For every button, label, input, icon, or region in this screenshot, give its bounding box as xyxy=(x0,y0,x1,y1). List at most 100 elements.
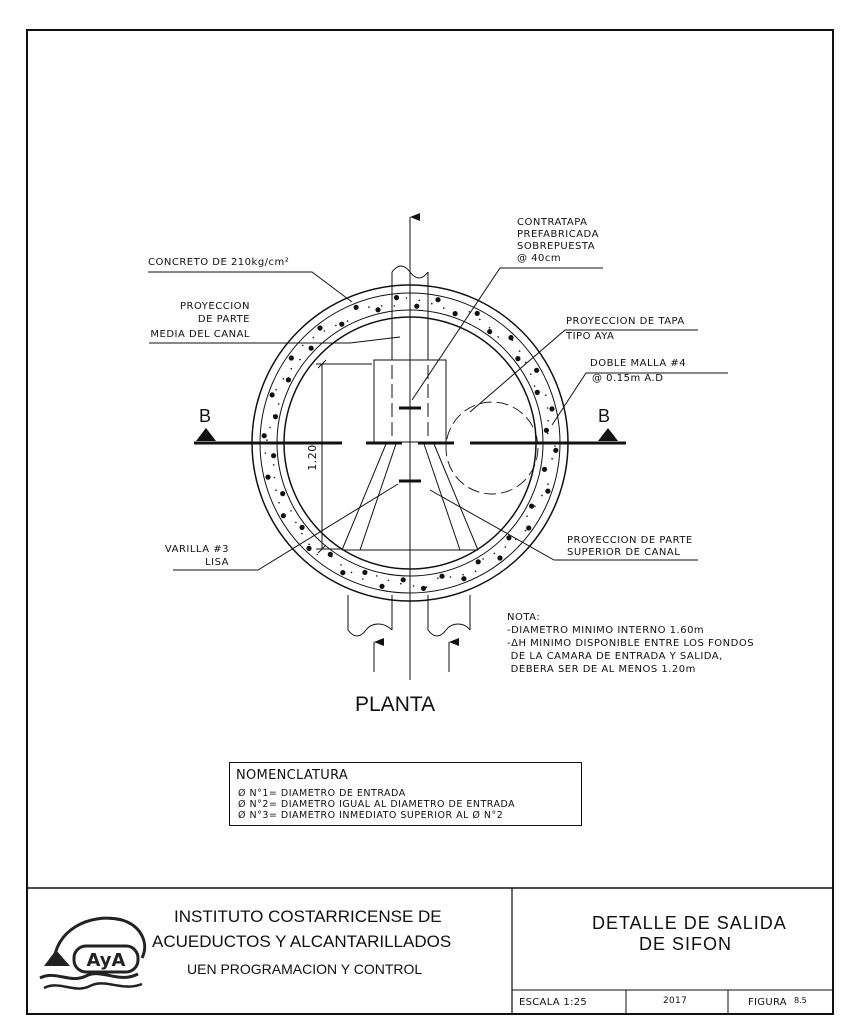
concrete-speck xyxy=(340,564,342,566)
rebar-dot xyxy=(435,297,441,303)
concrete-speck xyxy=(482,558,484,560)
concrete-speck xyxy=(518,350,521,352)
concrete-speck xyxy=(479,318,481,321)
rebar-dot xyxy=(487,329,493,335)
nota-line: DEBERA SER DE AL MENOS 1.20m xyxy=(507,664,696,675)
concrete-speck xyxy=(400,582,402,585)
rebar-dot xyxy=(534,367,540,373)
concrete-speck xyxy=(275,489,277,492)
rebar-dot xyxy=(506,535,512,541)
rebar-dot xyxy=(474,310,480,316)
concrete-speck xyxy=(449,576,452,578)
lid-projection xyxy=(445,401,539,495)
concrete-speck xyxy=(273,414,275,417)
rebar-dot xyxy=(420,585,427,592)
nomenclatura-line: Ø N°2= DIAMETRO IGUAL AL DIAMETRO DE ENT… xyxy=(238,799,516,810)
rebar-dot xyxy=(400,577,406,583)
concrete-speck xyxy=(275,388,278,391)
sheet-title-line1: DETALLE DE SALIDA xyxy=(592,913,787,933)
concrete-speck xyxy=(380,305,383,307)
concrete-speck xyxy=(474,570,477,572)
concrete-speck xyxy=(264,452,267,454)
rebar-dot xyxy=(497,555,503,561)
figure-label: FIGURA xyxy=(748,997,787,1008)
label-proyeccion-media-line: PROYECCION xyxy=(180,301,250,312)
concrete-speck xyxy=(393,305,396,307)
rebar-dot xyxy=(393,295,400,301)
nomenclatura-line: Ø N°3= DIAMETRO INMEDIATO SUPERIOR AL Ø … xyxy=(238,810,504,821)
concrete-speck xyxy=(497,336,500,338)
concrete-speck xyxy=(323,330,326,332)
rebar-dot xyxy=(308,345,314,351)
concrete-speck xyxy=(431,302,433,305)
rebar-dot xyxy=(265,474,271,480)
label-proyeccion-tapa-line: TIPO AYA xyxy=(566,331,615,342)
concrete-speck xyxy=(554,445,556,447)
rebar-dot xyxy=(285,377,291,383)
concrete-speck xyxy=(312,336,315,339)
concrete-speck xyxy=(290,510,292,512)
rebar-dot xyxy=(549,406,555,412)
label-contratapa-line: PREFABRICADA xyxy=(517,229,599,240)
scale-label: ESCALA 1:25 xyxy=(519,997,588,1008)
rebar-dot xyxy=(543,427,550,433)
concrete-speck xyxy=(547,420,549,422)
rebar-dot xyxy=(414,303,420,309)
concrete-speck xyxy=(350,571,353,574)
section-triangle-right xyxy=(598,428,618,441)
concrete-speck xyxy=(533,385,536,387)
concrete-speck xyxy=(541,494,543,497)
concrete-speck xyxy=(387,579,390,582)
concrete-speck xyxy=(425,586,428,588)
rebar-dot xyxy=(288,355,294,361)
rebar-dots xyxy=(261,295,559,592)
department: UEN PROGRAMACION Y CONTROL xyxy=(187,961,423,977)
rebar-dot xyxy=(534,389,540,395)
concrete-speck xyxy=(272,464,275,466)
concrete-speck xyxy=(376,575,378,577)
view-title: PLANTA xyxy=(355,693,436,716)
concrete-speck xyxy=(530,373,532,376)
rebar-dot xyxy=(271,453,277,459)
rebar-dot xyxy=(280,491,286,497)
label-doble-malla-line: @ 0.15m A.D xyxy=(592,373,664,384)
rebar-dot xyxy=(306,545,312,552)
rebar-dot xyxy=(545,488,551,494)
concrete-speck xyxy=(545,394,547,397)
label-proyeccion-media-line: DE PARTE xyxy=(197,314,250,325)
concrete-speck xyxy=(278,502,280,504)
label-contratapa-line: SOBREPUESTA xyxy=(517,241,596,252)
label-varilla-line: VARILLA #3 xyxy=(164,544,229,555)
channel xyxy=(341,359,479,551)
concrete-speck xyxy=(442,307,445,309)
concrete-speck xyxy=(504,546,507,548)
nota-heading: NOTA: xyxy=(507,612,541,623)
concrete-speck xyxy=(551,457,553,460)
label-proyeccion-media-line: MEDIA DEL CANAL xyxy=(150,329,250,340)
concrete-speck xyxy=(269,426,271,429)
concrete-speck xyxy=(290,367,293,370)
section-triangle-left xyxy=(196,428,216,441)
concrete-speck xyxy=(437,577,439,579)
nota-line: DE LA CAMARA DE ENTRADA Y SALIDA, xyxy=(507,651,723,662)
rebar-dot xyxy=(529,503,535,509)
label-proyeccion-tapa-line: PROYECCION DE TAPA xyxy=(566,316,685,327)
year-label: 2017 xyxy=(663,996,688,1006)
concrete-speck xyxy=(277,403,280,405)
rebar-dot xyxy=(526,525,532,531)
concrete-speck xyxy=(368,306,370,308)
concrete-speck xyxy=(282,378,285,380)
rebar-dot xyxy=(508,335,514,341)
label-proyeccion-superior-line: PROYECCION DE PARTE xyxy=(567,535,693,546)
nomenclatura-box: NOMENCLATURA Ø N°1= DIAMETRO DE ENTRADA … xyxy=(229,762,582,826)
figure-number: 8.5 xyxy=(794,996,807,1005)
concrete-speck xyxy=(546,407,549,409)
rebar-dot xyxy=(379,583,385,589)
label-concreto: CONCRETO DE 210kg/cm² xyxy=(148,257,290,268)
rebar-dot xyxy=(375,307,381,313)
institution-line1: INSTITUTO COSTARRICENSE DE xyxy=(174,907,442,926)
aya-logo: AyA xyxy=(39,916,147,990)
concrete-speck xyxy=(454,312,456,315)
